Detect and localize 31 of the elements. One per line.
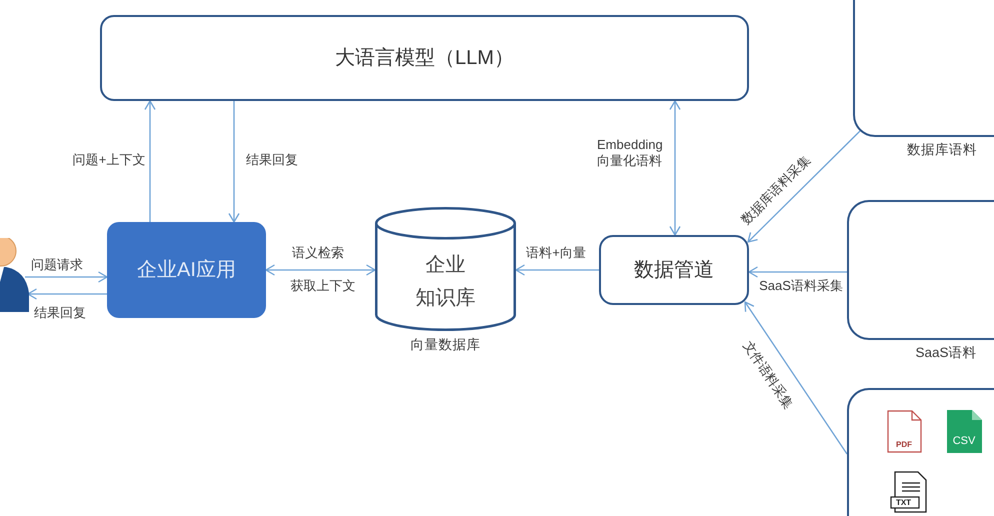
edge-label: 结果回复 (33, 305, 87, 321)
edge-label: 结果回复 (245, 152, 299, 168)
arrow (265, 264, 376, 276)
node-label: 企业知识库 (416, 253, 476, 311)
edge-label: 问题+上下文 (72, 152, 146, 168)
file-icon: PDF (886, 410, 922, 452)
node-label: 大语言模型（LLM） (335, 46, 514, 71)
edge-label: 问题请求 (30, 257, 84, 273)
panel-heading: SaaS语料 (915, 345, 977, 361)
panel (847, 388, 994, 516)
node-label: 数据管道 (634, 258, 714, 283)
arrow (744, 301, 848, 454)
file-icon: CSV (946, 410, 982, 452)
arrow (27, 288, 107, 300)
process-box (100, 15, 749, 101)
arrow (515, 264, 599, 276)
edge-label: SaaS语料采集 (758, 278, 844, 294)
process-box (107, 222, 266, 318)
arrow (747, 130, 860, 243)
arrow (25, 271, 108, 283)
edge-label: 语料+向量 (525, 245, 587, 261)
side-label: 向量数据库 (410, 337, 480, 353)
node-label: 企业AI应用 (137, 258, 236, 283)
arrow (144, 100, 156, 222)
arrow (228, 101, 240, 223)
arrow (669, 100, 681, 236)
panel-heading: 数据库语料 (907, 142, 977, 158)
line-label: 获取上下文 (290, 278, 356, 294)
arrow (748, 266, 847, 278)
process-box (599, 235, 749, 305)
edge-label: 语义检索 (291, 245, 345, 261)
